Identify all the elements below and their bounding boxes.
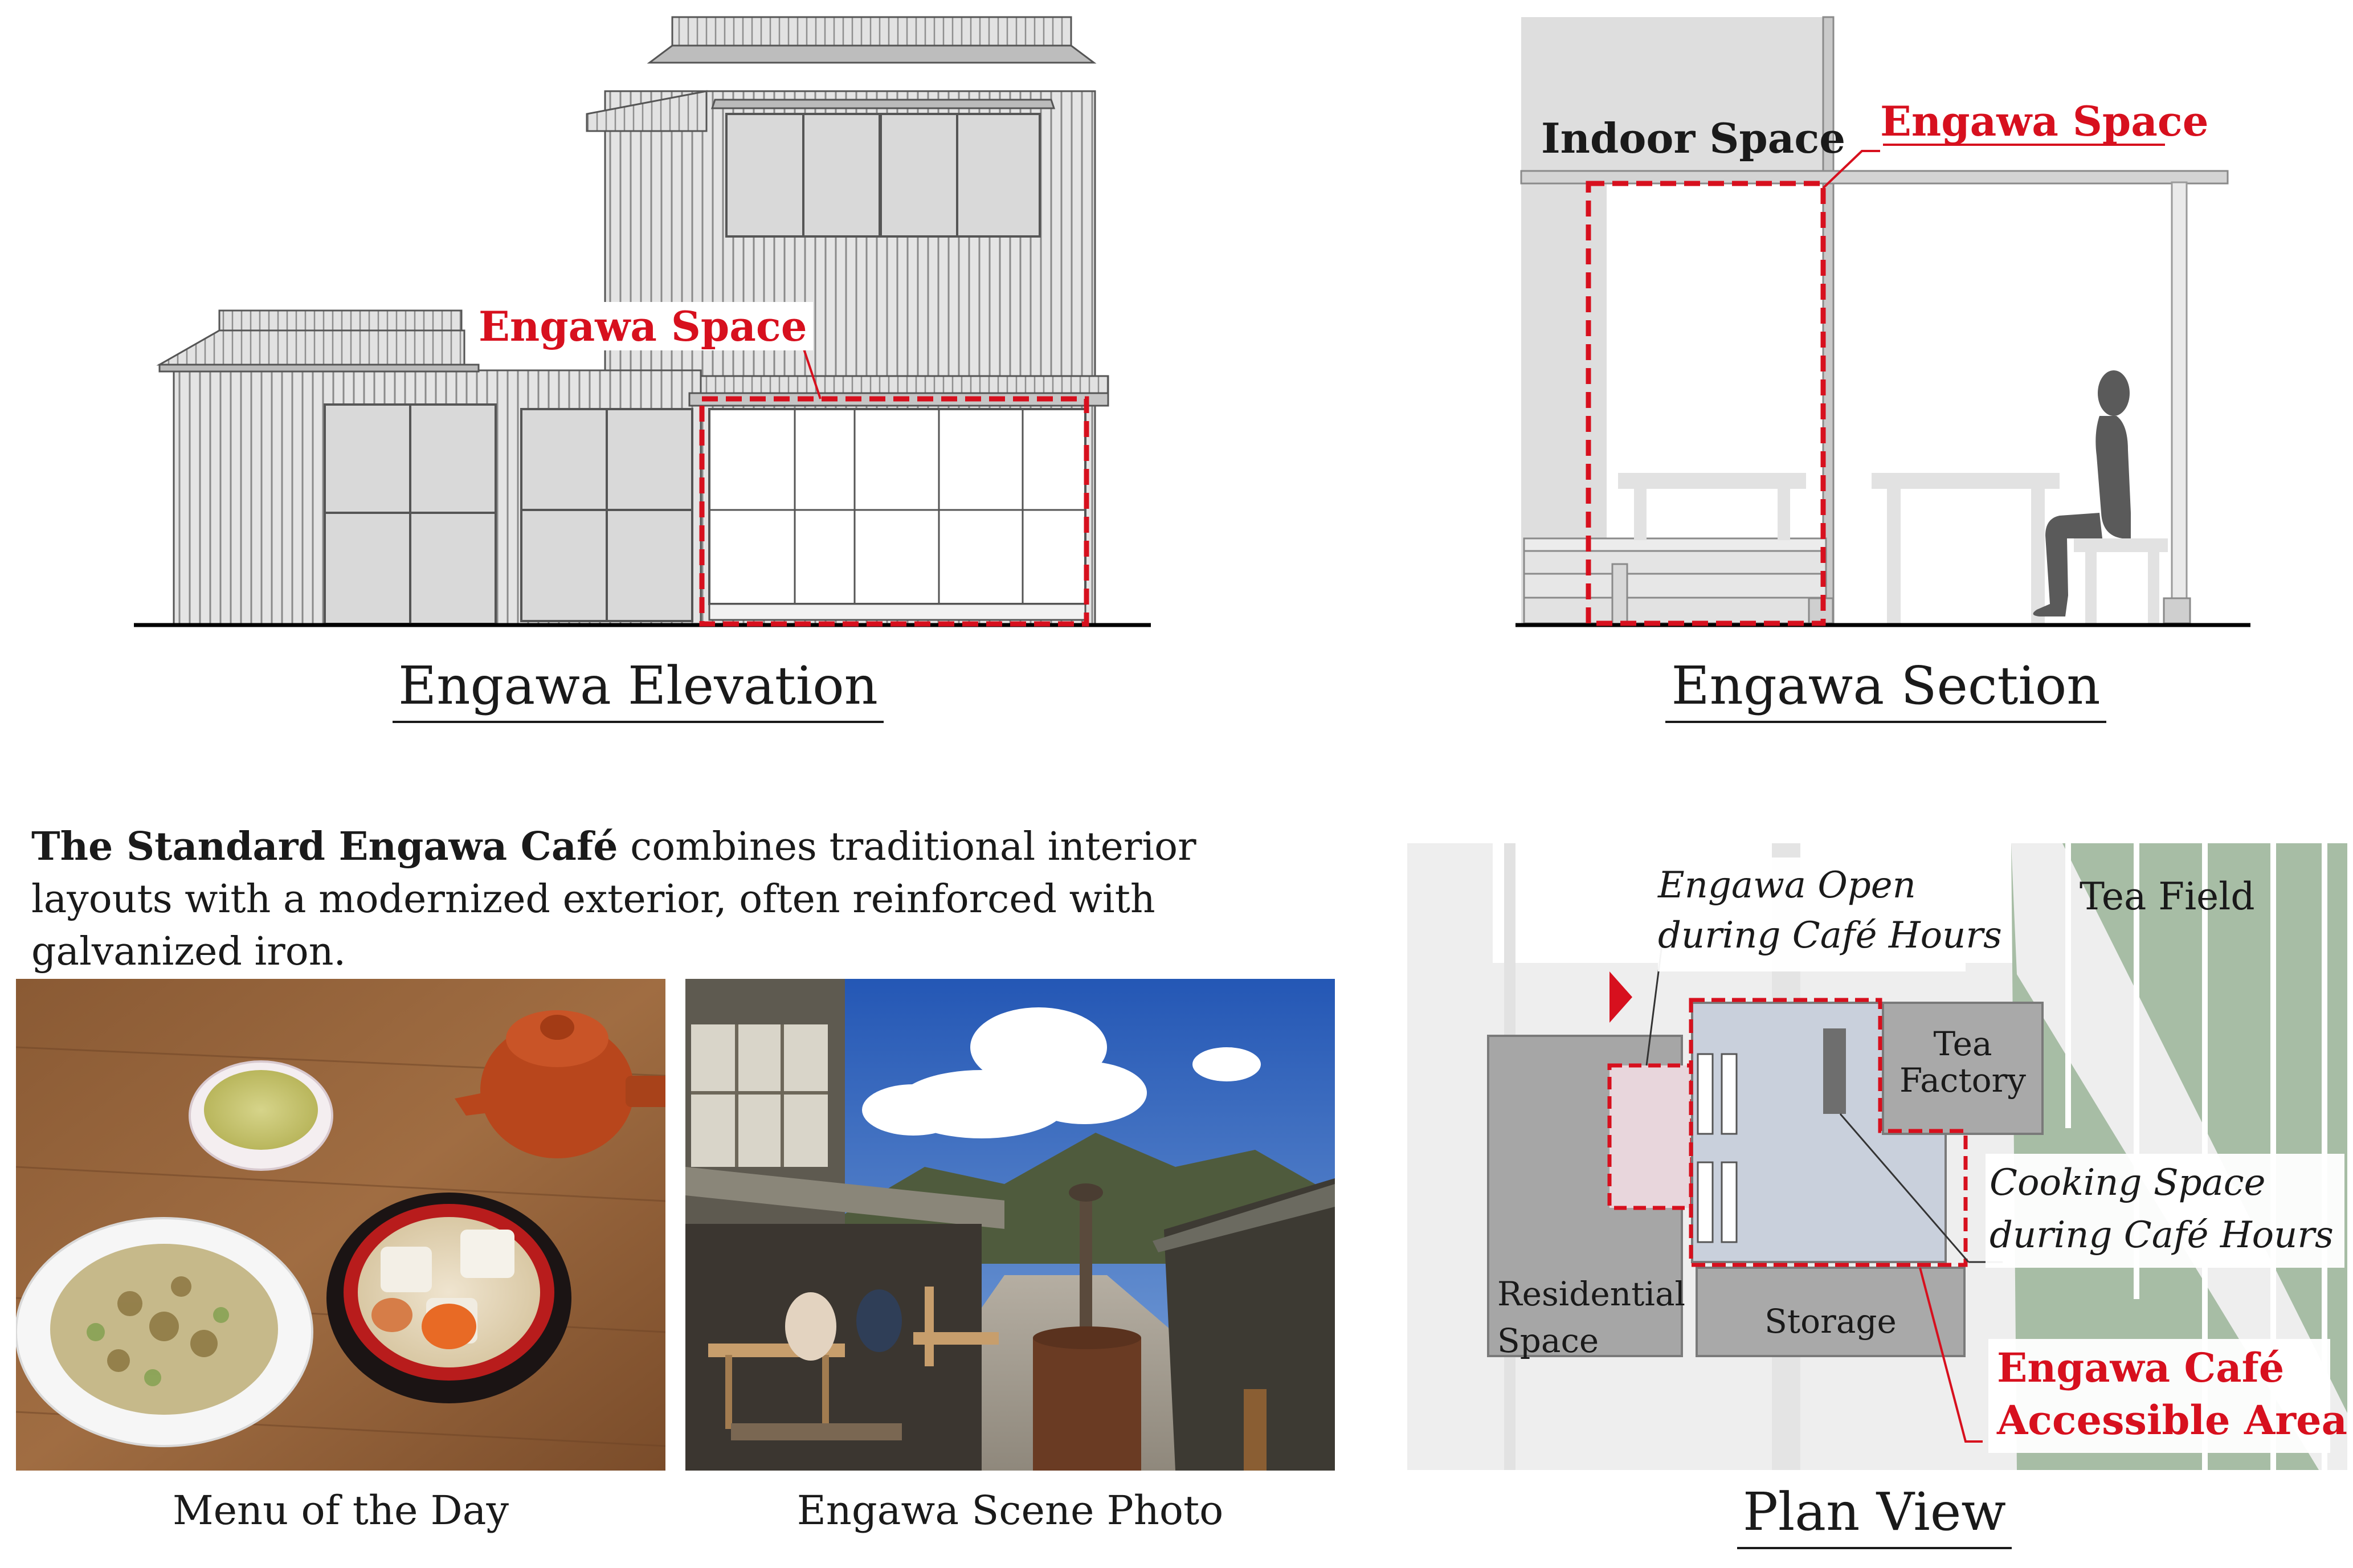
description-paragraph: The Standard Engawa Café combines tradit… bbox=[31, 820, 1342, 978]
section-caption-wrap: Engawa Section bbox=[1624, 655, 2148, 723]
description-bold: The Standard Engawa Café bbox=[31, 824, 618, 869]
section-engawa-label: Engawa Space bbox=[1880, 97, 2209, 145]
plan-drawing bbox=[1407, 843, 2347, 1470]
engawa-open-line1: Engawa Open bbox=[1658, 864, 1916, 906]
accessible-area-outline bbox=[1689, 998, 1968, 1267]
section-label-underline bbox=[1883, 144, 2165, 146]
storage-label: Storage bbox=[1764, 1302, 1897, 1341]
menu-photo-caption: Menu of the Day bbox=[172, 1487, 509, 1534]
scene-photo-caption: Engawa Scene Photo bbox=[796, 1487, 1224, 1534]
teapot-icon bbox=[455, 1010, 665, 1158]
elevation-drawing bbox=[134, 16, 1151, 627]
tea-factory bbox=[1882, 1002, 2044, 1135]
section-leader-line bbox=[1822, 150, 1880, 189]
engawa-open-label: Engawa Open during Café Hours bbox=[1658, 860, 2002, 961]
plan-caption-wrap: Plan View bbox=[1675, 1481, 2074, 1549]
accessible-line2: Accessible Area bbox=[1997, 1396, 2348, 1444]
elevation-caption: Engawa Elevation bbox=[393, 655, 884, 722]
entrance-arrow-icon bbox=[1609, 971, 1632, 1023]
description-text: combines traditional interior layouts wi… bbox=[31, 824, 1196, 974]
residential-label: Residential Space bbox=[1497, 1271, 1685, 1364]
plan-caption: Plan View bbox=[1737, 1481, 2012, 1549]
tea-factory-line2: Factory bbox=[1899, 1061, 2027, 1100]
cooking-space-label: Cooking Space during Café Hours bbox=[1990, 1157, 2334, 1261]
engawa-outline-elevation bbox=[699, 396, 1089, 627]
engawa-open-line2: during Café Hours bbox=[1658, 914, 2002, 957]
cooking-line2: during Café Hours bbox=[1990, 1214, 2334, 1256]
tea-factory-line1: Tea bbox=[1933, 1024, 1992, 1063]
section-caption: Engawa Section bbox=[1665, 655, 2106, 722]
engawa-open-zone bbox=[1607, 1063, 1694, 1210]
storage bbox=[1696, 1267, 1966, 1357]
tea-field-label: Tea Field bbox=[2080, 875, 2255, 918]
accessible-area-label: Engawa Café Accessible Area bbox=[1997, 1342, 2347, 1447]
engawa-outline-section bbox=[1586, 181, 1826, 626]
tea-factory-label: Tea Factory bbox=[1886, 1026, 2040, 1099]
cooking-line1: Cooking Space bbox=[1990, 1162, 2266, 1204]
scene-photo bbox=[685, 979, 1335, 1471]
residential-line1: Residential bbox=[1497, 1275, 1686, 1313]
elevation-engawa-label: Engawa Space bbox=[473, 302, 813, 350]
accessible-line1: Engawa Café bbox=[1997, 1344, 2285, 1391]
residential-line2: Space bbox=[1497, 1321, 1599, 1360]
menu-photo bbox=[16, 979, 665, 1471]
section-drawing bbox=[1515, 16, 2250, 627]
section-indoor-label: Indoor Space bbox=[1541, 114, 1846, 162]
seated-person-icon bbox=[2033, 370, 2131, 616]
elevation-caption-wrap: Engawa Elevation bbox=[319, 655, 957, 723]
